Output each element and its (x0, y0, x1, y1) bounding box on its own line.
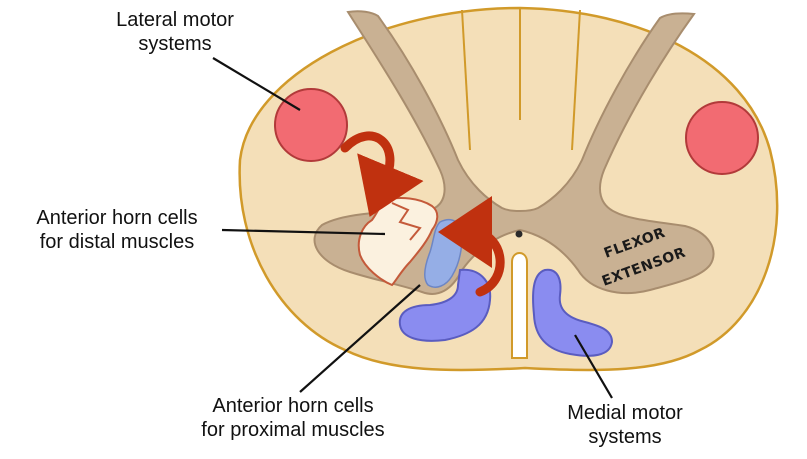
spinal-cord-white-matter (240, 8, 778, 370)
lateral-label-line1: Lateral motor (70, 8, 280, 32)
lateral-label-line2: systems (70, 32, 280, 56)
proximal-label-line1: Anterior horn cells (168, 394, 418, 418)
lateral-motor-tract-right (686, 102, 758, 174)
medial-label-line2: systems (530, 425, 720, 449)
proximal-label-line2: for proximal muscles (168, 418, 418, 442)
medial-label-line1: Medial motor (530, 401, 720, 425)
distal-label-line2: for distal muscles (2, 230, 232, 254)
ventral-median-fissure (512, 253, 527, 358)
distal-label-line1: Anterior horn cells (2, 206, 232, 230)
proximal-horn-cells-label: Anterior horn cells for proximal muscles (168, 394, 418, 442)
medial-motor-systems-label: Medial motor systems (530, 401, 720, 449)
distal-horn-cells-label: Anterior horn cells for distal muscles (2, 206, 232, 254)
lateral-motor-systems-label: Lateral motor systems (70, 8, 280, 56)
central-canal (516, 231, 523, 238)
lateral-motor-tract-left (275, 89, 347, 161)
